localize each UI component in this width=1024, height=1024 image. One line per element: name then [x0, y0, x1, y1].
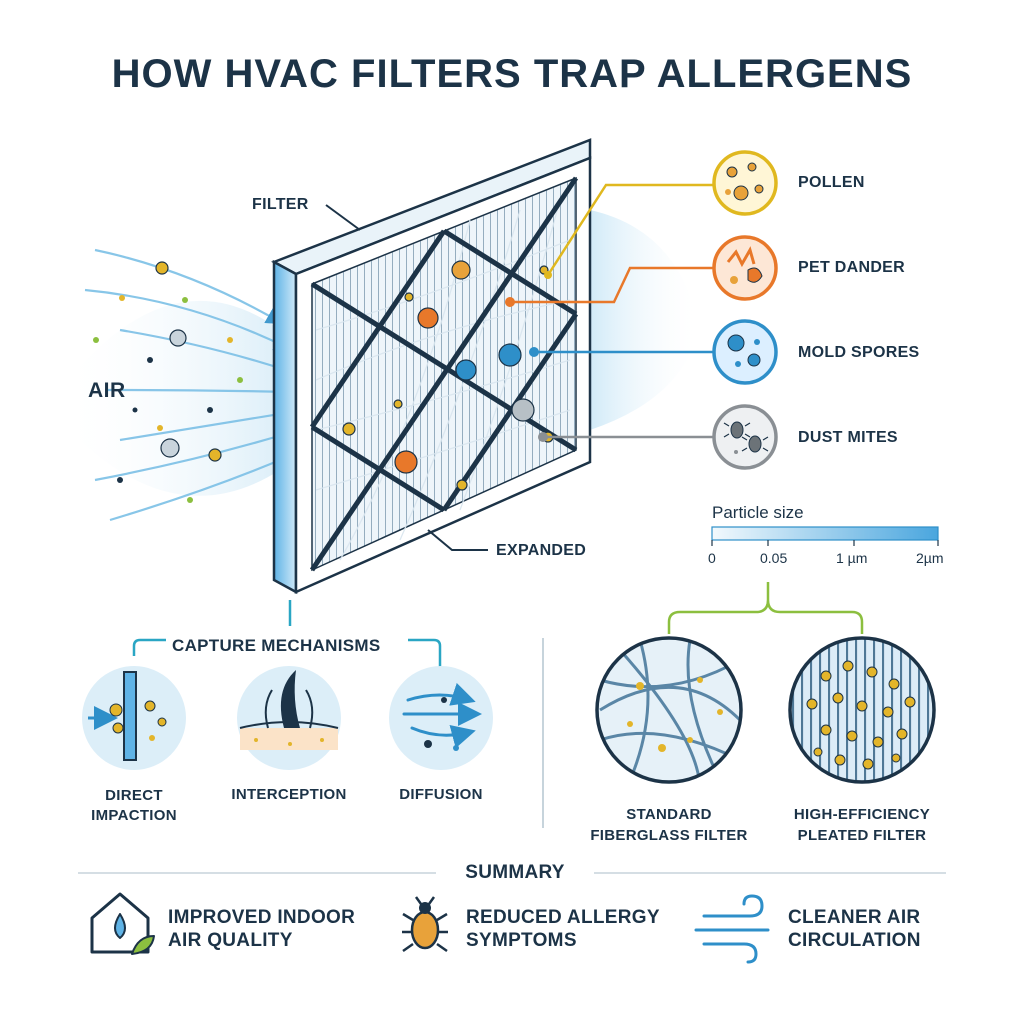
diffusion-icon [389, 666, 493, 770]
summary-line: SYMPTOMS [466, 930, 577, 951]
dust-mites-icon [712, 404, 778, 470]
wind-icon [694, 894, 770, 964]
pleated-filter-label: HIGH-EFFICIENCY PLEATED FILTER [772, 804, 952, 846]
incoming-air-stream [60, 248, 297, 522]
scale-tick-label: 1 µm [836, 550, 868, 566]
summary-line: REDUCED ALLERGY [466, 907, 660, 928]
summary-heading: SUMMARY [465, 862, 565, 883]
summary-item-air-quality: IMPROVED INDOOR AIR QUALITY [168, 906, 355, 952]
capture-mechanisms-bracket [132, 638, 442, 668]
pleated-filter-icon [788, 636, 936, 784]
summary-line: CIRCULATION [788, 930, 921, 951]
air-label: AIR [88, 379, 126, 402]
label-line: HIGH-EFFICIENCY [793, 806, 931, 823]
pet-dander-icon [712, 235, 778, 301]
interception-icon [237, 666, 341, 770]
expanded-callout-line [427, 529, 488, 551]
summary-line: IMPROVED INDOOR [168, 907, 356, 928]
label-line: DIRECT [105, 787, 163, 804]
filter-comparison-bracket [667, 582, 864, 634]
allergen-label-pollen: POLLEN [798, 174, 865, 191]
particle-size-scale [711, 526, 939, 546]
direct-impaction-label: DIRECT IMPACTION [74, 786, 194, 826]
allergen-label-dust-mites: DUST MITES [798, 429, 898, 446]
airborne-particles [93, 261, 243, 503]
clean-air-glow [590, 210, 700, 430]
label-line: STANDARD [626, 806, 712, 823]
scale-tick-label: 2µm [916, 550, 944, 566]
label-line: FIBERGLASS FILTER [590, 827, 748, 844]
filter-frame-grid [309, 176, 579, 572]
summary-line: AIR QUALITY [168, 930, 293, 951]
capture-mechanisms-heading: CAPTURE MECHANISMS [172, 636, 381, 655]
allergen-legend [505, 150, 778, 470]
allergen-label-pet-dander: PET DANDER [798, 259, 906, 276]
scale-tick-label: 0 [708, 550, 716, 566]
diffusion-label: DIFFUSION [399, 786, 483, 803]
summary-item-allergy: REDUCED ALLERGY SYMPTOMS [466, 906, 660, 952]
page-title: HOW HVAC FILTERS TRAP ALLERGENS [111, 52, 913, 96]
bug-icon [402, 896, 448, 953]
direct-impaction-icon [82, 666, 186, 770]
interception-label: INTERCEPTION [231, 786, 347, 803]
scale-tick-label: 0.05 [760, 550, 788, 566]
fiberglass-filter-label: STANDARD FIBERGLASS FILTER [580, 804, 758, 846]
pollen-icon [712, 150, 778, 216]
filter-label: FILTER [252, 196, 309, 213]
hvac-filter [271, 138, 592, 595]
expanded-label: EXPANDED [496, 542, 587, 559]
summary-item-circulation: CLEANER AIR CIRCULATION [788, 906, 921, 952]
fiberglass-filter-icon [595, 636, 743, 784]
summary-line: CLEANER AIR [788, 907, 921, 928]
label-line: PLEATED FILTER [797, 827, 927, 844]
allergen-label-mold-spores: MOLD SPORES [798, 344, 920, 361]
filter-callout-line [325, 204, 361, 231]
mold-spores-icon [712, 319, 778, 385]
label-line: IMPACTION [91, 807, 177, 824]
particle-size-title: Particle size [712, 503, 804, 522]
house-water-leaf-icon [90, 892, 155, 955]
